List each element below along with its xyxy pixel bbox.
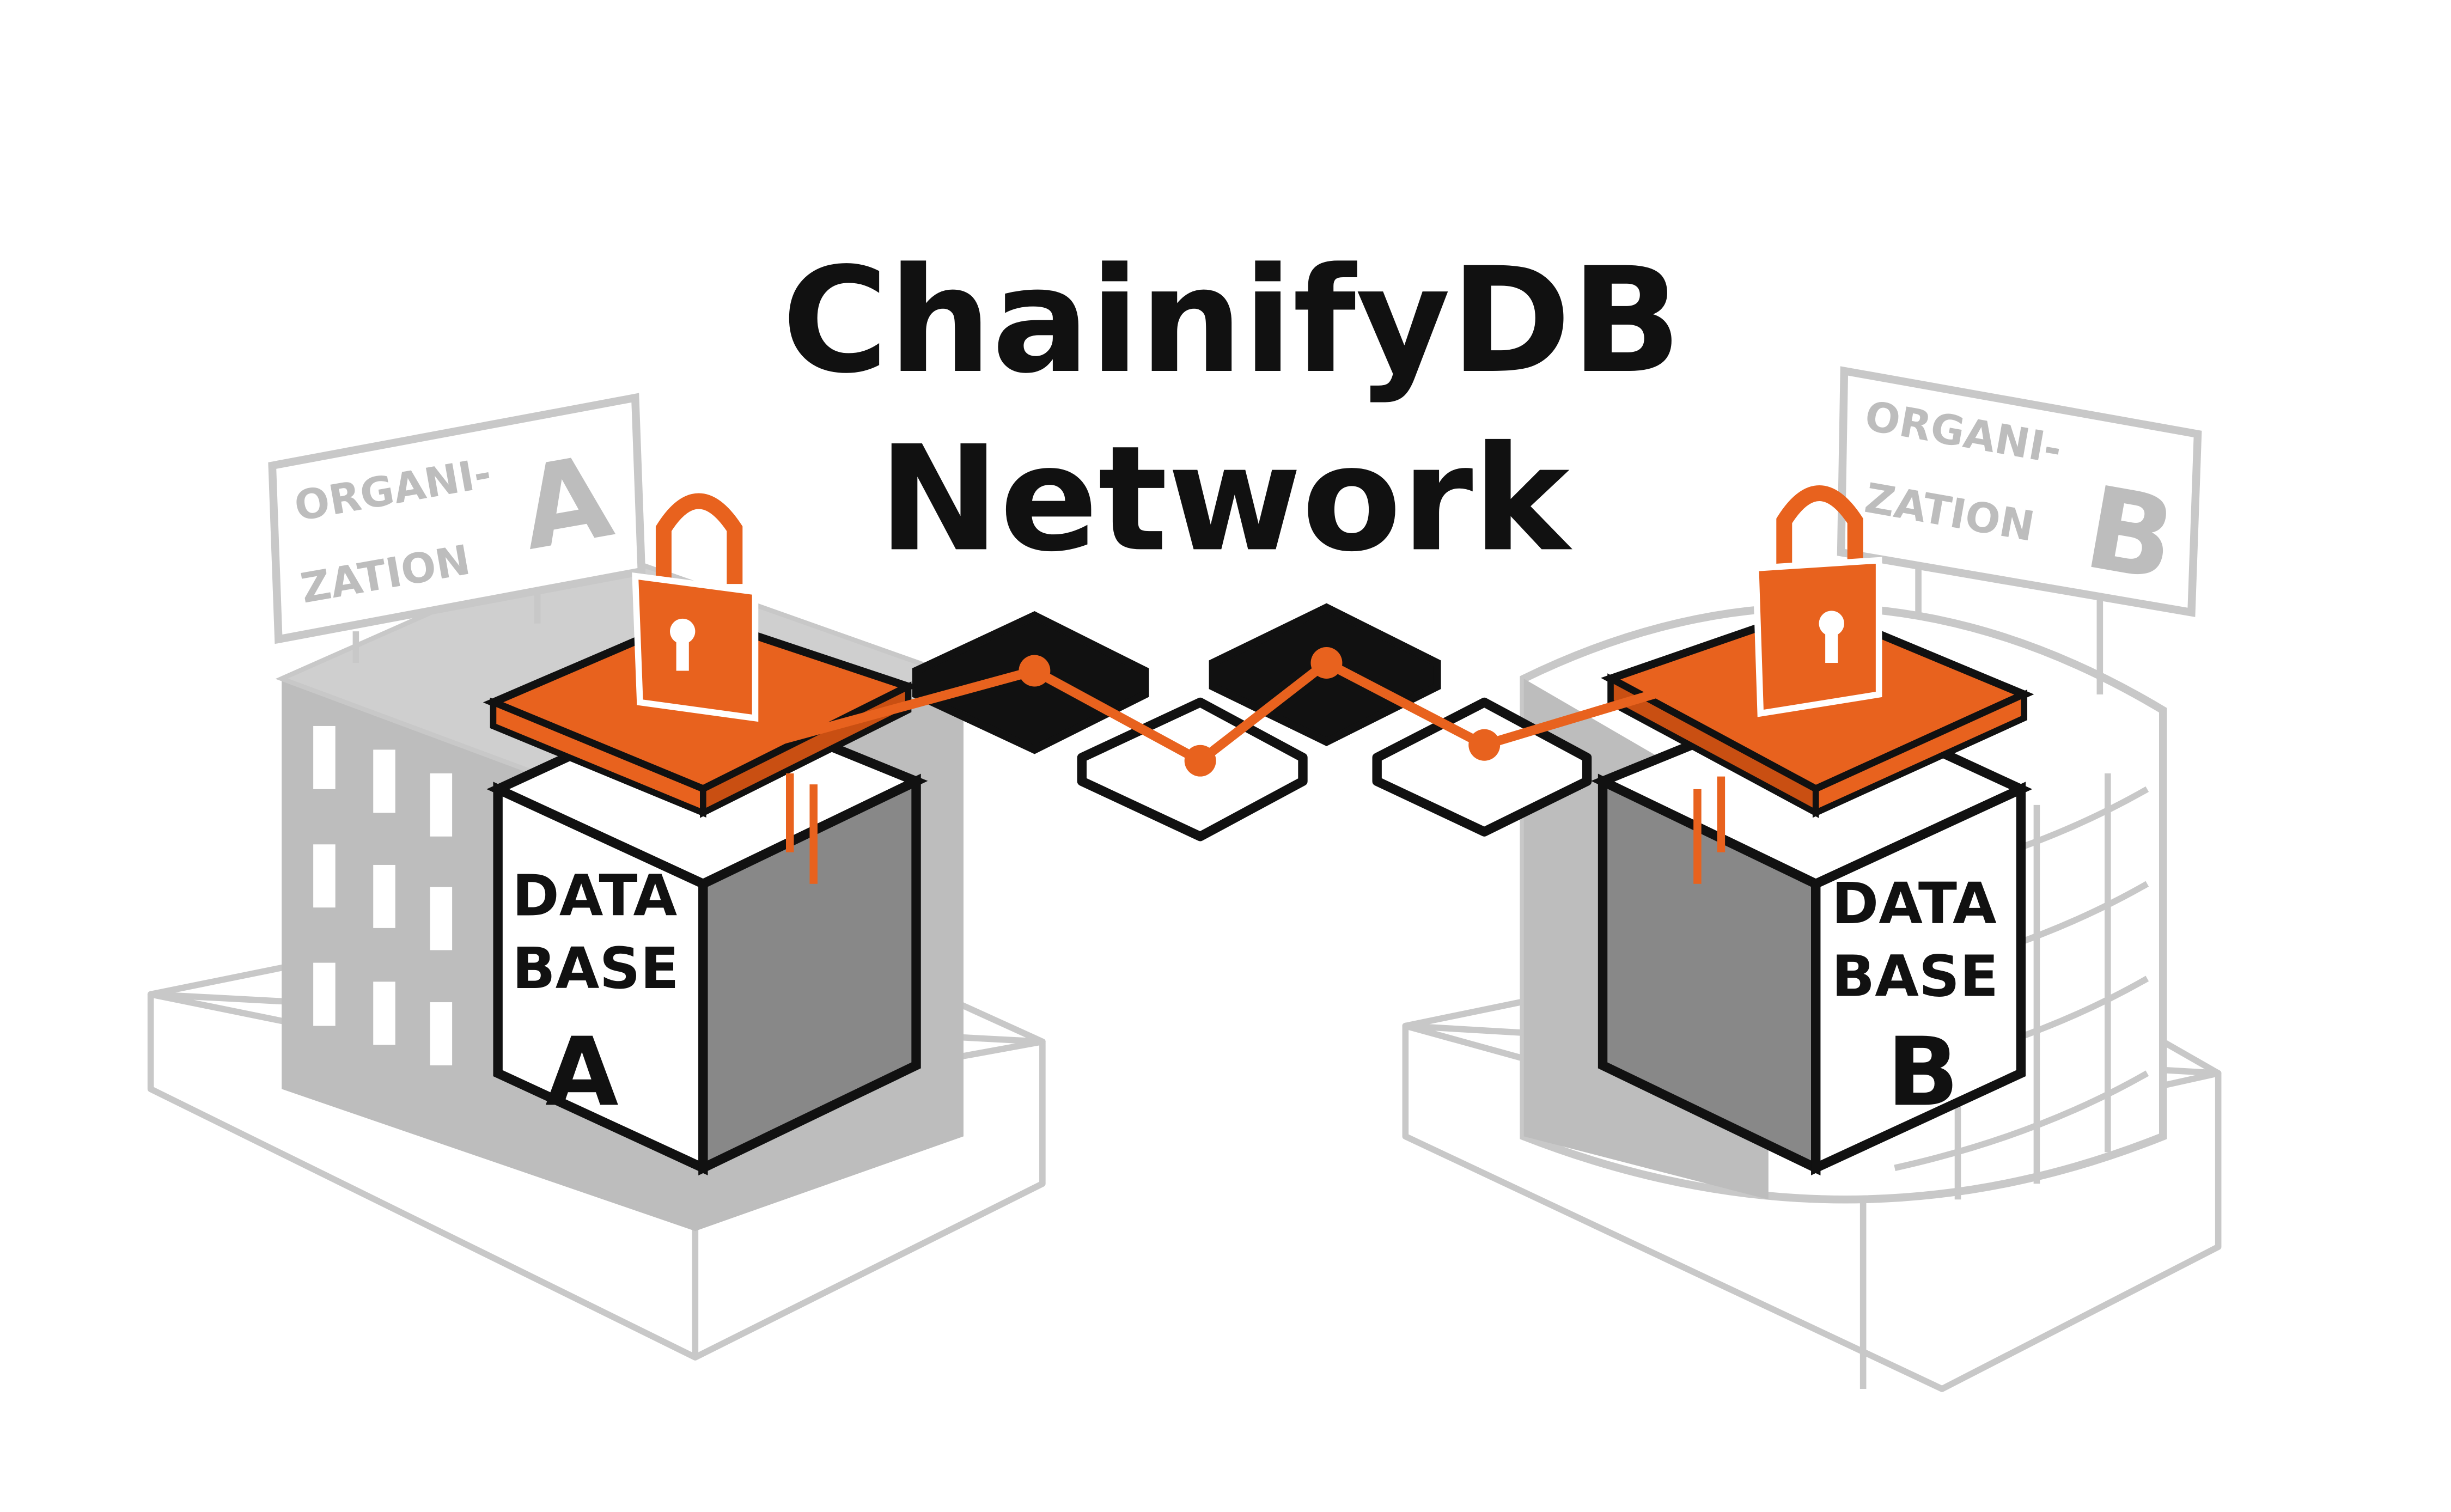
database-a-line1: DATA [512, 863, 677, 929]
title-line2: Network [878, 414, 1572, 583]
organization-a-sign: ORGANI- ZATION A [268, 393, 646, 644]
database-b-line1: DATA [1832, 870, 1997, 937]
database-a-line2: BASE [512, 935, 679, 1002]
lock-a-icon [632, 493, 759, 722]
database-b-letter: B [1887, 1017, 1959, 1127]
lock-b-icon [1752, 485, 1882, 717]
chain-links [772, 647, 1707, 777]
organization-b-sign: ORGANI- ZATION B [1837, 366, 2202, 617]
database-a-letter: A [545, 1017, 619, 1127]
title-line1: ChainifyDB [782, 236, 1682, 405]
database-b-line2: BASE [1832, 943, 1999, 1009]
